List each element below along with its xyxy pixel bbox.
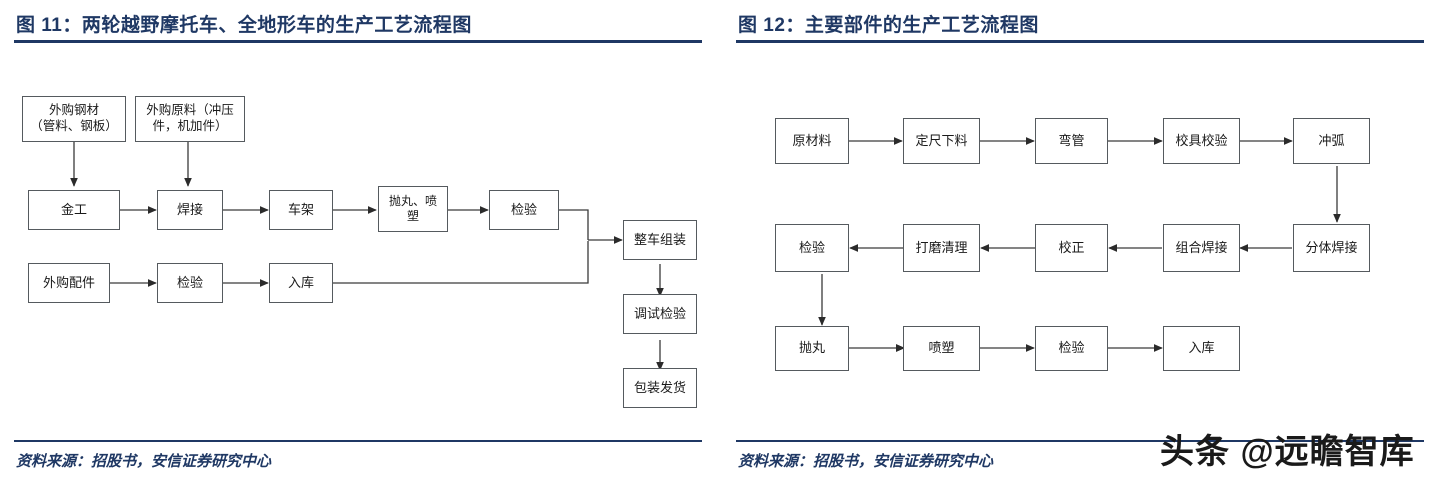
figure-11-title: 图 11：两轮越野摩托车、全地形车的生产工艺流程图 (16, 15, 472, 36)
node-label: 外购原料（冲压 件，机加件） (146, 103, 234, 133)
node-inspection-row2: 检验 (775, 224, 849, 272)
figure-11-panel: 图 11：两轮越野摩托车、全地形车的生产工艺流程图 (14, 15, 702, 470)
node-label: 原材料 (792, 132, 832, 148)
node-label: 定尺下料 (915, 132, 968, 148)
node-label: 焊接 (176, 201, 203, 217)
node-label: 检验 (1058, 340, 1085, 356)
node-inspection-row3: 检验 (1035, 326, 1108, 371)
node-shotblast-spray: 抛丸、喷 塑 (378, 186, 448, 232)
node-label: 调试检验 (633, 305, 686, 321)
node-label: 检验 (798, 239, 825, 255)
figure-12-title: 图 12：主要部件的生产工艺流程图 (738, 15, 1039, 36)
node-warehousing: 入库 (269, 263, 333, 303)
node-label: 弯管 (1058, 132, 1085, 148)
node-frame: 车架 (269, 190, 333, 230)
figure-11-source-rule (14, 440, 702, 442)
node-label: 包装发货 (633, 379, 686, 395)
node-pipe-bending: 弯管 (1035, 118, 1108, 164)
node-plastic-spraying: 喷塑 (903, 326, 980, 371)
node-outsourced-steel: 外购钢材 （管料、钢板） (22, 96, 126, 142)
node-label: 检验 (176, 274, 203, 290)
node-fixture-inspection: 校具校验 (1163, 118, 1240, 164)
node-shot-blasting: 抛丸 (775, 326, 849, 371)
node-label: 校具校验 (1175, 132, 1228, 148)
figure-11-flowchart: 外购钢材 （管料、钢板） 外购原料（冲压 件，机加件） 金工 焊接 车架 抛丸、… (22, 96, 697, 408)
node-warehousing-row3: 入库 (1163, 326, 1240, 371)
node-straightening: 校正 (1035, 224, 1108, 272)
node-packaging-shipping: 包装发货 (623, 368, 697, 408)
node-label: 入库 (287, 274, 314, 290)
figure-12-source: 资料来源：招股书，安信证券研究中心 (738, 453, 994, 470)
node-label: 冲弧 (1318, 132, 1345, 148)
figure-11-title-rule (14, 40, 702, 43)
node-label: 入库 (1188, 340, 1215, 356)
node-cut-to-length: 定尺下料 (903, 118, 980, 164)
figure-12-source-rule (736, 440, 1424, 442)
node-outsourced-raw-material: 外购原料（冲压 件，机加件） (135, 96, 245, 142)
node-metalworking: 金工 (28, 190, 120, 230)
node-split-welding: 分体焊接 (1293, 224, 1370, 272)
node-label: 检验 (510, 201, 537, 217)
node-label: 校正 (1058, 239, 1085, 255)
node-outsourced-parts: 外购配件 (28, 263, 110, 303)
figure-12-title-rule (736, 40, 1424, 43)
node-label: 抛丸 (798, 340, 825, 356)
node-label: 外购钢材 （管料、钢板） (30, 103, 118, 133)
figure-11-connectors (70, 142, 664, 371)
node-label: 分体焊接 (1305, 239, 1358, 255)
node-inspection-line2: 检验 (157, 263, 223, 303)
node-welding: 焊接 (157, 190, 223, 230)
figure-12-flowchart: 原材料 定尺下料 弯管 校具校验 冲弧 分体焊接 组合焊接 校正 (722, 0, 1444, 494)
node-label: 整车组装 (633, 231, 686, 247)
node-debug-inspection: 调试检验 (623, 294, 697, 334)
node-arc-punching: 冲弧 (1293, 118, 1370, 164)
figure-12-panel: 图 12：主要部件的生产工艺流程图 (722, 0, 1444, 494)
watermark: 头条 @远瞻智库 (1160, 433, 1415, 471)
node-combined-welding: 组合焊接 (1163, 224, 1240, 272)
node-label: 车架 (287, 201, 314, 217)
node-label: 抛丸、喷 塑 (388, 194, 437, 223)
node-label: 外购配件 (42, 274, 95, 290)
node-inspection-line1: 检验 (489, 190, 559, 230)
node-label: 组合焊接 (1175, 239, 1228, 255)
node-label: 打磨清理 (915, 239, 968, 255)
node-label: 金工 (60, 201, 87, 217)
node-label: 喷塑 (928, 340, 955, 356)
node-grinding-cleaning: 打磨清理 (903, 224, 980, 272)
figure-11-source: 资料来源：招股书，安信证券研究中心 (16, 453, 272, 470)
node-vehicle-assembly: 整车组装 (623, 220, 697, 260)
node-raw-material: 原材料 (775, 118, 849, 164)
